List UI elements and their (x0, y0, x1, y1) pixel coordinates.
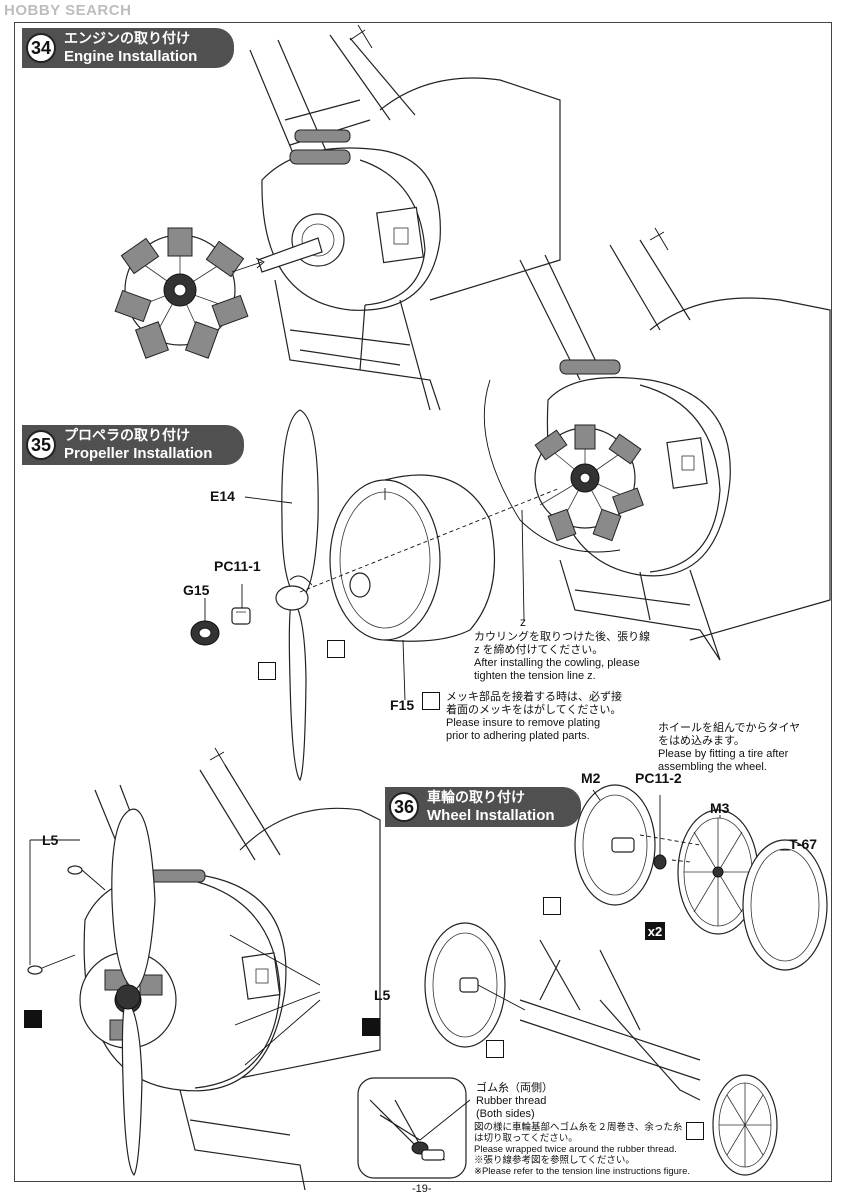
part-label-f15: F15 (390, 697, 415, 713)
plated-part-icon (24, 1010, 42, 1028)
step-35-number: 35 (26, 430, 56, 460)
l5-parts (27, 839, 321, 1066)
step-35-banner: 35 プロペラの取り付け Propeller Installation (22, 425, 244, 465)
note-rubber-en-ref: ※Please refer to the tension line instru… (474, 1166, 691, 1177)
cement-icon (486, 1040, 504, 1058)
rubber-thread-inset (357, 1077, 471, 1179)
step-35-title-jp: プロペラの取り付け (64, 428, 190, 444)
undercarriage-step36 (519, 939, 701, 1101)
note-rubber-detail: 図の様に車輪基部へゴム糸を２周巻き、余った糸 は切り取ってください。 Pleas… (474, 1122, 690, 1177)
polycap-pc11-1 (231, 607, 251, 625)
alignment-dash-line (299, 487, 561, 593)
part-label-m3: M3 (710, 800, 730, 816)
note-wheel: ホイールを組んでからタイヤ をはめ込みます。 Please by fitting… (658, 722, 800, 774)
spinner-g15 (190, 620, 220, 646)
wheel-left-step36 (424, 922, 526, 1048)
propeller-step35 (275, 409, 319, 782)
note-cowling-en2: tighten the tension line z. (474, 670, 596, 682)
step-35-title-en: Propeller Installation (64, 445, 213, 462)
note-rubber-thread: ゴム糸（両側） Rubber thread (Both sides) (476, 1082, 553, 1121)
page-frame (14, 22, 832, 1182)
step-36-title-en: Wheel Installation (427, 807, 555, 824)
leader-z (521, 509, 525, 621)
wheel-m2 (574, 784, 656, 906)
page-number: -19- (412, 1183, 432, 1195)
step-34-title-en: Engine Installation (64, 48, 198, 65)
note-rubber-jp-detail2: は切り取ってください。 (474, 1133, 578, 1144)
step-36-number: 36 (389, 792, 419, 822)
leader-e14 (244, 496, 293, 504)
step-36-title-jp: 車輪の取り付け (427, 790, 525, 806)
wheel-assembly-lines (639, 834, 701, 863)
note-rubber-jp: ゴム糸（両側） (476, 1082, 553, 1094)
propeller-step36 (111, 808, 156, 1177)
note-wheel-en: Please by fitting a tire after (658, 748, 789, 760)
step-34-banner: 34 エンジンの取り付け Engine Installation (22, 28, 234, 68)
part-label-z: z (520, 615, 526, 629)
note-rubber-en2: (Both sides) (476, 1108, 535, 1120)
note-wheel-en2: assembling the wheel. (658, 761, 767, 773)
watermark: HOBBY SEARCH (4, 2, 132, 19)
no-cement-icon (258, 662, 276, 680)
part-label-l5-right: L5 (374, 987, 391, 1003)
tire-t67 (742, 839, 828, 971)
fuselage-step35 (483, 227, 831, 661)
no-glue-icon (422, 692, 440, 710)
note-plating: メッキ部品を接着する時は、必ず接 着面のメッキをはがしてください。 Please… (446, 691, 622, 743)
leader-f15 (402, 639, 406, 701)
step-34-title-jp: エンジンの取り付け (64, 31, 190, 47)
note-rubber-jp-detail: 図の様に車輪基部へゴム糸を２周巻き、余った糸 (474, 1122, 683, 1133)
note-wheel-jp: ホイールを組んでからタイヤ (658, 722, 801, 734)
note-cowling: カウリングを取りつけた後、張り線 z を締め付けてください。 After ins… (474, 631, 650, 683)
part-label-l5-left: L5 (42, 832, 59, 848)
step-34-number: 34 (26, 33, 56, 63)
cement-icon (543, 897, 561, 915)
note-plating-en: Please insure to remove plating (446, 717, 601, 729)
wheel-right-step36 (712, 1074, 778, 1176)
note-rubber-en-detail: Please wrapped twice around the rubber t… (474, 1144, 677, 1155)
rotary-engine-step34 (114, 227, 265, 359)
step-36-banner: 36 車輪の取り付け Wheel Installation (385, 787, 581, 827)
note-wheel-jp2: をはめ込みます。 (658, 735, 745, 747)
part-label-m2: M2 (581, 770, 601, 786)
note-rubber-jp-ref: ※張り線参考図を参照してください。 (474, 1155, 635, 1166)
part-label-t67: T-67 (789, 836, 818, 852)
note-cowling-jp2: z を締め付けてください。 (474, 644, 604, 656)
cowling-f15 (329, 474, 496, 642)
multiplier-badge: x2 (645, 922, 665, 940)
wheel-leaders (592, 789, 790, 855)
note-plating-en2: prior to adhering plated parts. (446, 730, 590, 742)
cement-icon (686, 1122, 704, 1140)
note-plating-jp2: 着面のメッキをはがしてください。 (446, 704, 622, 716)
plated-part-icon (362, 1018, 380, 1036)
part-label-pc11-1: PC11-1 (214, 558, 261, 574)
note-cowling-en: After installing the cowling, please (474, 657, 640, 669)
part-label-pc11-2: PC11-2 (635, 770, 682, 786)
polycap-pc11-2 (653, 854, 667, 870)
cement-icon (327, 640, 345, 658)
part-label-e14: E14 (210, 488, 235, 504)
note-plating-jp: メッキ部品を接着する時は、必ず接 (446, 691, 622, 703)
note-rubber-en: Rubber thread (476, 1095, 547, 1107)
note-cowling-jp: カウリングを取りつけた後、張り線 (474, 631, 651, 643)
wheel-m3 (677, 809, 759, 935)
part-label-g15: G15 (183, 582, 210, 598)
fuselage-step34 (249, 24, 561, 411)
